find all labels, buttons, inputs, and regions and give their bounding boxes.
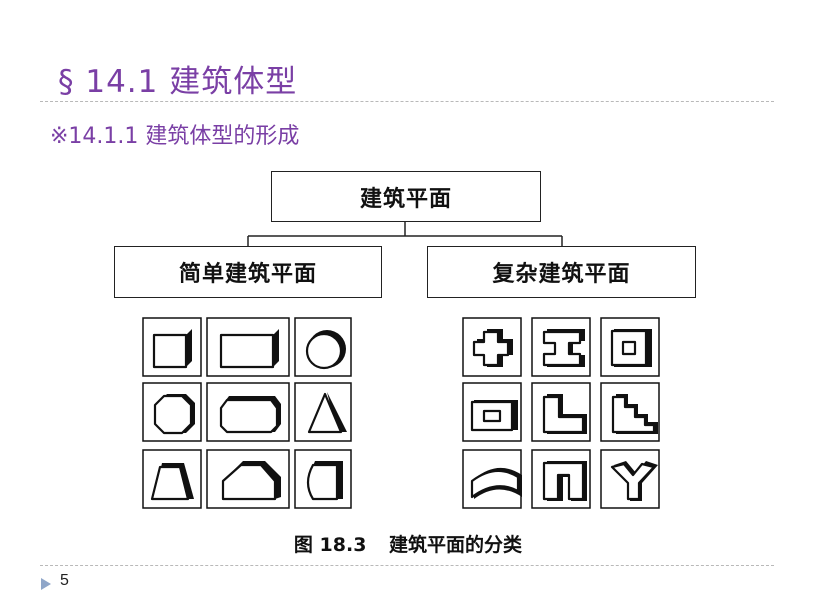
i-shape-icon	[531, 317, 591, 377]
figure-caption: 图 18.3 建筑平面的分类	[0, 530, 816, 557]
octagon-prism-icon	[142, 382, 202, 442]
y-shape-icon	[600, 449, 660, 509]
nav-arrow-icon[interactable]	[41, 578, 51, 590]
figure-number: 图 18.3	[293, 534, 367, 556]
rect-ring-icon	[462, 382, 522, 442]
simple-shapes-grid	[142, 317, 352, 509]
trapezoid-prism-icon	[142, 449, 202, 509]
figure-title: 建筑平面的分类	[389, 534, 523, 556]
complex-shapes-grid	[462, 317, 660, 509]
stair-shape-icon	[600, 382, 660, 442]
cylinder-icon	[294, 317, 352, 377]
u-shape-icon	[531, 449, 591, 509]
triangle-prism-icon	[294, 382, 352, 442]
complex-plan-node: 复杂建筑平面	[427, 246, 696, 298]
arc-prism-icon	[294, 449, 352, 509]
slide-subtitle: ※14.1.1 建筑体型的形成	[50, 124, 300, 149]
simple-plan-node: 简单建筑平面	[114, 246, 382, 298]
root-node: 建筑平面	[271, 171, 541, 222]
box-icon	[206, 317, 290, 377]
title-divider	[40, 101, 774, 102]
slide-title: § 14.1 建筑体型	[58, 64, 298, 100]
connector-lines	[247, 222, 563, 246]
footer-divider	[40, 565, 774, 566]
cross-shape-icon	[462, 317, 522, 377]
pentagon-prism-icon	[206, 449, 290, 509]
curved-slab-icon	[462, 449, 522, 509]
page-number: 5	[60, 572, 69, 589]
cube-icon	[142, 317, 202, 377]
square-ring-icon	[600, 317, 660, 377]
l-shape-icon	[531, 382, 591, 442]
hexagon-slab-icon	[206, 382, 290, 442]
